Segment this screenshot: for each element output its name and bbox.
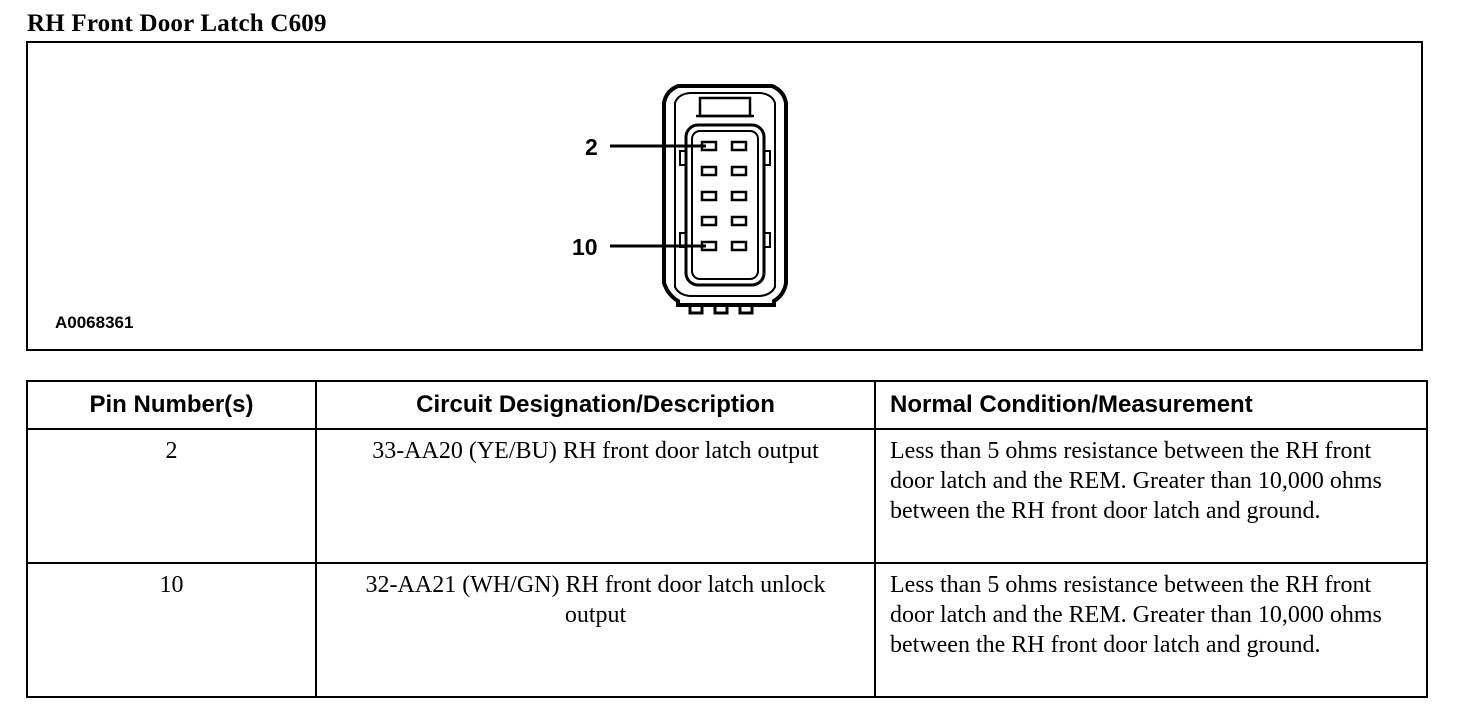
pin-number-cell: 2: [26, 428, 317, 564]
measurement-cell: Less than 5 ohms resistance between the …: [874, 428, 1428, 564]
header-normal-condition: Normal Condition/Measurement: [874, 380, 1428, 430]
connector-figure: 2 10 A0068361: [26, 41, 1423, 351]
header-pin-number: Pin Number(s): [26, 380, 317, 430]
pin-2-label: 2: [585, 134, 598, 160]
table-row: 2 33-AA20 (YE/BU) RH front door latch ou…: [26, 428, 1428, 564]
connector-diagram: 2 10: [572, 84, 788, 315]
measurement-cell: Less than 5 ohms resistance between the …: [874, 562, 1428, 698]
header-circuit-description: Circuit Designation/Description: [315, 380, 876, 430]
pin-terminals: [700, 140, 748, 252]
table-row: 10 32-AA21 (WH/GN) RH front door latch u…: [26, 562, 1428, 698]
pinout-table: Pin Number(s) Circuit Designation/Descri…: [26, 380, 1428, 698]
figure-id: A0068361: [55, 313, 134, 332]
connector-housing: [662, 84, 788, 315]
pin-number-cell: 10: [26, 562, 317, 698]
pin-10-label: 10: [572, 234, 598, 260]
circuit-description-cell: 33-AA20 (YE/BU) RH front door latch outp…: [315, 428, 876, 564]
table-header-row: Pin Number(s) Circuit Designation/Descri…: [26, 380, 1428, 430]
circuit-description-cell: 32-AA21 (WH/GN) RH front door latch unlo…: [315, 562, 876, 698]
page-title: RH Front Door Latch C609: [27, 10, 327, 37]
